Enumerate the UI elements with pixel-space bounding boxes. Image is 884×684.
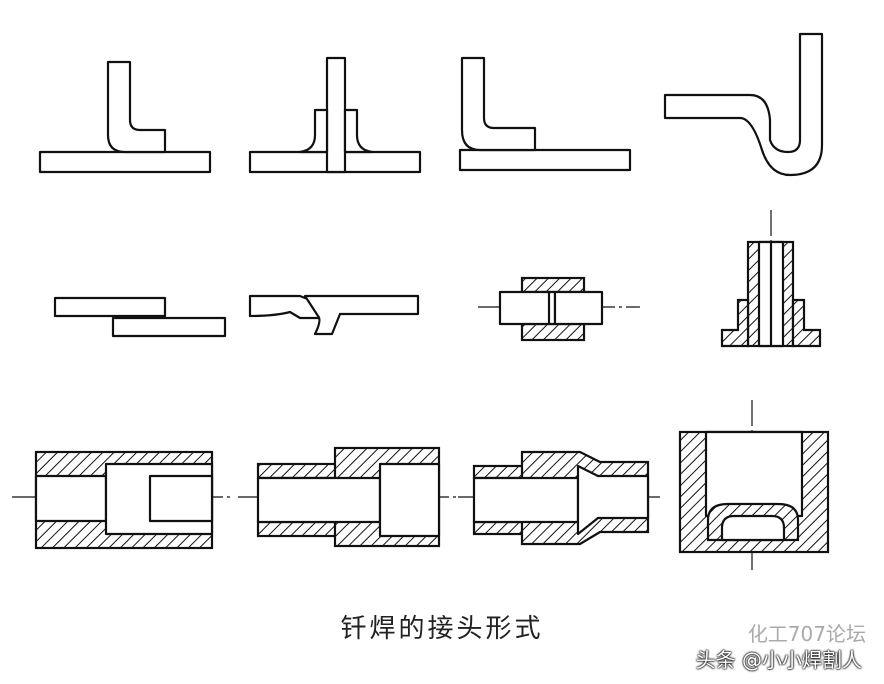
joint-joggled-lap bbox=[248, 294, 420, 336]
joint-socket-coupling bbox=[12, 450, 232, 550]
joint-tube-stepped bbox=[238, 446, 460, 548]
joint-lap bbox=[53, 296, 227, 338]
source-credit: 头条 @小小焊割人 bbox=[695, 648, 862, 672]
joint-tube-in-flange bbox=[720, 210, 822, 350]
joint-hook bbox=[663, 32, 824, 177]
joint-t-single-bent bbox=[38, 60, 212, 174]
joint-cup-bottom bbox=[678, 400, 830, 570]
forum-watermark: 化工707论坛 bbox=[747, 622, 866, 646]
diagram-caption: 钎焊的接头形式 bbox=[340, 614, 544, 644]
joint-t-corner bbox=[458, 56, 632, 172]
joint-sleeve-tube bbox=[478, 276, 640, 342]
joint-t-double-bent bbox=[248, 56, 422, 174]
joint-tube-flared bbox=[458, 450, 660, 546]
